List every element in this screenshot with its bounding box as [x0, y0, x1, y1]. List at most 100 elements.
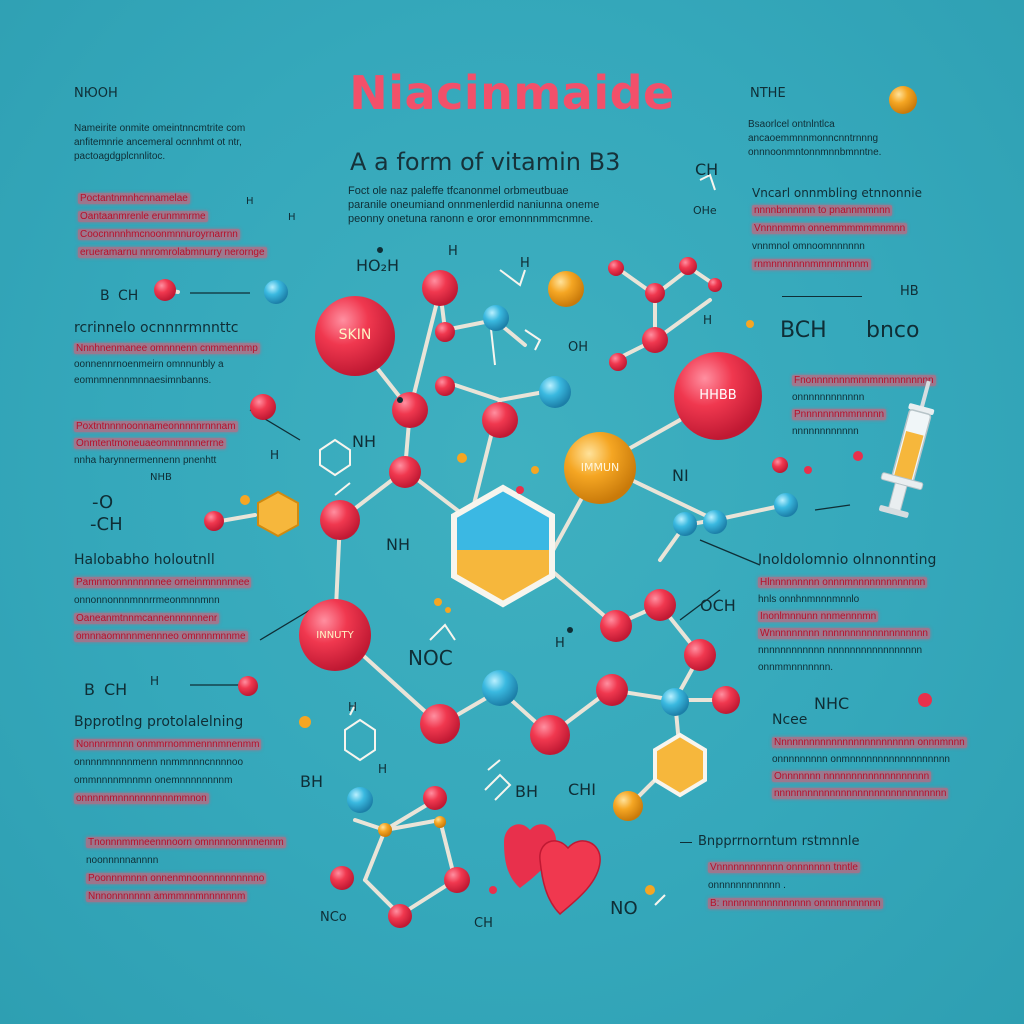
atom	[392, 392, 428, 428]
text-line: vnnmnol omnoomnnnnnn	[752, 241, 865, 252]
formula-label: NH	[352, 432, 376, 451]
formula-label: H	[448, 244, 458, 259]
formula-label: OH	[568, 340, 589, 355]
section-heading: rcrinnelo ocnnnrmnnttc	[74, 320, 239, 336]
atom	[530, 715, 570, 755]
atom	[564, 432, 636, 504]
highlighted-line: Onnnnnnn nnnnnnnnnnnnnnnnnnn	[772, 771, 932, 782]
atom	[684, 639, 716, 671]
formula-label: BH	[300, 772, 324, 791]
formula-label: -O	[92, 492, 114, 513]
atom	[389, 456, 421, 488]
page-title: Niacinmaide	[349, 66, 675, 120]
atom	[608, 260, 624, 276]
atom	[434, 816, 446, 828]
text-line: Nameirite onmite omeintnncmtrite com	[74, 123, 246, 134]
intro-line: paranile oneumiand onnmenlerdid naniunna…	[348, 199, 600, 211]
node-label-hhbb: HHBB	[699, 388, 737, 403]
formula-label: CH	[104, 680, 128, 699]
highlighted-line: erueramarnu nnromrolabmnurry nerornge	[78, 247, 267, 258]
highlighted-line: Fnonnnnnnnmnnmnnnnnnnnnn	[792, 375, 936, 386]
left-section-2: Poxtntnnnnoonnameonnnnnrnnnam Onmtentmon…	[74, 420, 238, 468]
right-section-3: Fnonnnnnnnmnnmnnnnnnnnnn onnnnnnnnnnnn P…	[792, 374, 936, 439]
atom	[596, 674, 628, 706]
atom	[703, 510, 727, 534]
atom	[483, 305, 509, 331]
formula-label: NHB	[150, 472, 172, 483]
formula-label: H	[520, 256, 530, 271]
formula-label: CH	[695, 160, 719, 179]
highlighted-line: omnnaomnnnmennneo omnnnmnnme	[74, 631, 248, 642]
intro-paragraph: Foct ole naz paleffe tfcanonmel orbmeutb…	[348, 184, 599, 226]
formula-label: OHe	[693, 204, 717, 217]
atom	[250, 394, 276, 420]
atom	[642, 327, 668, 353]
highlighted-line: Vnnnnnnnnnnnn onnnnnnn tnntle	[708, 862, 860, 873]
atom	[889, 86, 917, 114]
syringe-icon	[879, 380, 935, 518]
section-heading: Ncee	[772, 712, 808, 728]
atom	[435, 322, 455, 342]
right-section-1: Bsaorlcel ontnlntlca ancaoemmnnmonncnntr…	[748, 118, 881, 160]
section-heading: Bnpprrnorntum rstmnnle	[698, 834, 860, 849]
formula-label: BH	[515, 782, 539, 801]
formula-label: H	[555, 636, 565, 651]
atom	[320, 500, 360, 540]
atom	[435, 376, 455, 396]
formula-label: H	[348, 700, 358, 714]
heart-icon	[504, 824, 601, 916]
highlighted-line: Pnnnnnnnmmnnnnn	[792, 409, 887, 420]
atom	[679, 257, 697, 275]
text-line: onnnnnnnnnnnn	[792, 392, 865, 403]
highlighted-line: Nnnonnnnnnn ammmnnmnnnnnnm	[86, 891, 248, 902]
atom	[600, 610, 632, 642]
intro-line: Foct ole naz paleffe tfcanonmel orbmeutb…	[348, 185, 569, 197]
text-line: noonnnnnannnn	[86, 855, 159, 866]
formula-label: H	[378, 762, 388, 776]
atom	[347, 787, 373, 813]
atom	[482, 402, 518, 438]
right-section-2: Vncarl onnmbling etnnonnie nnnnbnnnnnn t…	[752, 186, 922, 272]
top-left-label: NЮOH	[74, 86, 118, 101]
small-dots	[240, 247, 932, 895]
atom	[661, 688, 689, 716]
formula-label: NOC	[408, 646, 453, 670]
top-right-label: NTHE	[750, 86, 786, 101]
atom	[330, 866, 354, 890]
formula-label: H	[288, 212, 296, 223]
small-hexagon	[257, 490, 299, 538]
text-line: onnnnnnnnn onmnnnnnnnnnnnnnnnnnn	[772, 754, 950, 765]
text-line: onnnnnnnnnnnn .	[708, 880, 786, 891]
text-line: nnnnnnnnnnnn	[792, 426, 859, 437]
text-line: onnonnonnnmnnrrmeonmnnmnn	[74, 595, 220, 606]
formula-label: CHI	[568, 780, 596, 799]
right-section-4: Inoldolomnio olnnonnting Hlnnnnnnnnn onn…	[758, 552, 936, 675]
atom	[422, 270, 458, 306]
text-line: Bsaorlcel ontnlntlca	[748, 119, 835, 130]
highlighted-line: Poxtntnnnnoonnameonnnnnrnnnam	[74, 421, 238, 432]
text-line: onnnoonmntonnmnnbmnntne.	[748, 147, 882, 158]
node-label-immun: IMMUN	[580, 461, 620, 474]
highlighted-line: Vnnnnmmn onnemmmmmmnmnn	[752, 223, 908, 234]
formula-label: HO₂H	[356, 256, 400, 275]
text-line: eomnmnennmnnaesimnbanns.	[74, 375, 212, 386]
formula-label: HB	[900, 284, 919, 299]
atom	[299, 599, 371, 671]
left-section-4: Bpprotlng protolalelning Nonnnrmnnn onmm…	[74, 714, 262, 806]
section-heading: Bpprotlng protolalelning	[74, 714, 244, 730]
section-heading: Halobabho holoutnll	[74, 552, 215, 568]
text-line: hnls onnhnmnnnmnnlo	[758, 594, 860, 605]
formula-label: OCH	[700, 596, 736, 615]
atoms	[154, 86, 917, 928]
atom	[388, 904, 412, 928]
highlighted-line: Nnnhnenmanee omnnnenn cnmmennmp	[74, 343, 260, 354]
formula-label: H	[703, 313, 713, 327]
formula-label: bnco	[866, 318, 920, 343]
atom	[423, 786, 447, 810]
text-line: nnha harynnermennenn pnenhtt	[74, 455, 217, 466]
formula-label: NHC	[814, 694, 850, 713]
text-line: nnnnnnnnnnnn nnnnnnnnnnnnnnnnn	[758, 645, 923, 656]
formula-label: B	[100, 288, 110, 304]
highlighted-line: Tnonnnmmneennnoorn omnnnnonnnnennm	[86, 837, 286, 848]
